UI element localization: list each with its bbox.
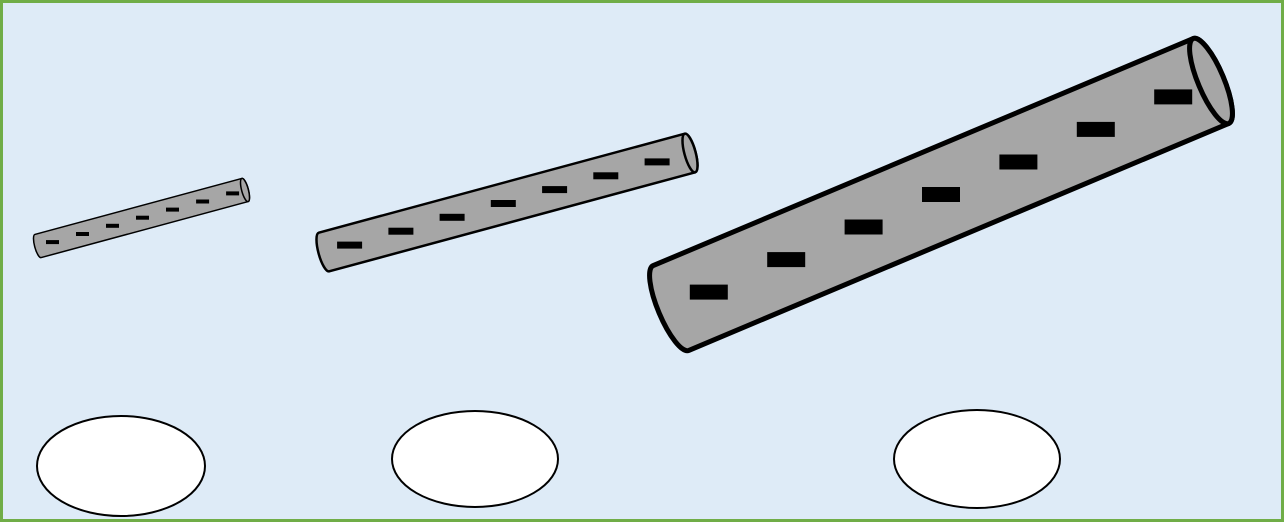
tube-small-dash [226,191,240,196]
tube-medium-dash [388,227,414,235]
tube-medium-dash [644,158,670,166]
tube-small-open-end [239,177,251,203]
tube-small-dash [106,223,119,228]
tube-large-dash [999,154,1038,170]
tube-large [647,35,1235,354]
answer-oval-3 [893,409,1061,509]
tube-large-open-end [1187,35,1235,127]
answer-oval-2-shape [391,410,559,508]
tube-medium-open-end [681,132,699,174]
tube-medium-dash [542,186,568,194]
tube-medium-dash [593,172,619,180]
tube-medium-dash [439,213,465,221]
tube-medium-dash [337,241,363,249]
answer-oval-1 [36,415,206,517]
tube-medium-dash [490,200,516,207]
tube-large-dash [767,252,806,268]
tube-large-dash [689,284,728,300]
tube-small-dash [196,199,210,204]
answer-oval-3-shape [893,409,1061,509]
tube-small-dash [76,232,89,236]
tube-large-dash [1154,89,1193,105]
tube-large-dash [922,187,960,202]
tube-medium [315,132,699,273]
tube-small-dash [136,215,149,220]
tube-small-dash [166,207,179,212]
answer-oval-1-shape [36,415,206,517]
tube-scene [32,35,1235,517]
tube-small-dash [46,240,59,245]
answer-oval-2 [391,410,559,508]
tube-large-dash [1076,121,1115,137]
tube-large-dash [844,219,883,235]
tube-small [32,177,251,259]
